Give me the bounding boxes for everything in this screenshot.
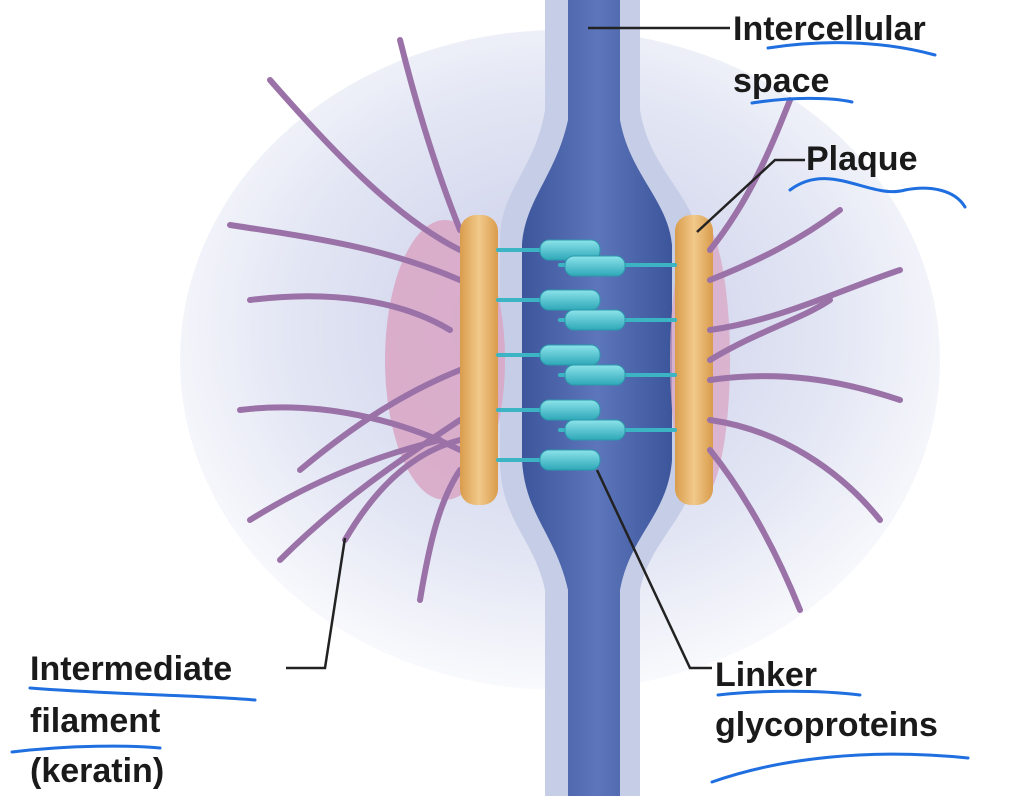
label-filament: filament: [30, 702, 160, 740]
label-glycoproteins: glycoproteins: [715, 706, 938, 744]
underline-intermediate: [30, 688, 255, 700]
plaque-left: [460, 215, 498, 505]
underline-glycoproteins: [712, 754, 968, 782]
label-intermediate: Intermediate: [30, 650, 232, 688]
label-plaque: Plaque: [806, 140, 917, 178]
label-space: space: [733, 62, 829, 100]
label-keratin: (keratin): [30, 752, 164, 790]
label-intercellular: Intercellular: [733, 10, 926, 48]
label-linker: Linker: [715, 656, 817, 694]
